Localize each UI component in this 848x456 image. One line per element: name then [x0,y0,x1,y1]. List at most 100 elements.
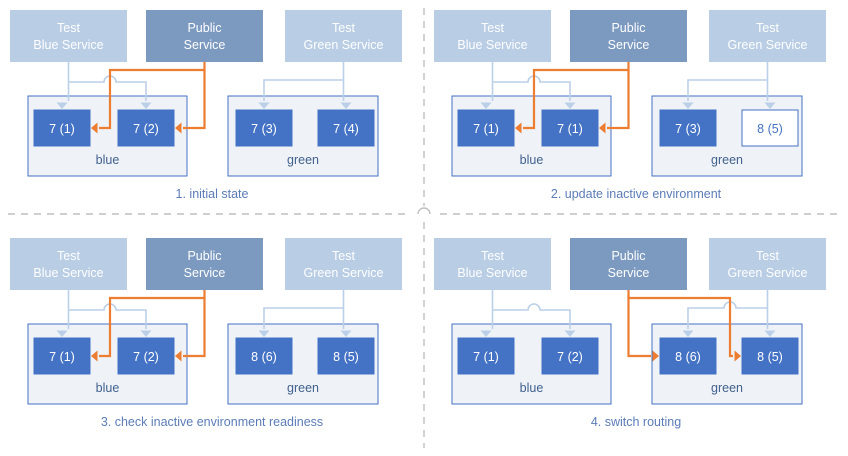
instance-green-1-label: 7 (3) [675,122,701,136]
arrowhead-public-green-1 [652,350,659,362]
instance-blue-1[interactable]: 7 (1) [457,109,515,147]
arrowhead-test-green-2 [340,330,352,337]
instance-blue-2[interactable]: 7 (2) [117,337,175,375]
instance-green-1[interactable]: 8 (6) [235,337,293,375]
public-service-line2: Service [608,38,650,52]
arrowhead-public-green-2 [734,350,741,362]
arrowhead-test-blue-1 [56,102,68,109]
instance-green-2[interactable]: 7 (4) [317,109,375,147]
instance-blue-1-box [457,109,515,147]
public-service-box [570,10,687,62]
instance-blue-2-box [117,337,175,375]
test-green-service-line1: Test [332,21,355,35]
environment-blue-label: blue [96,153,120,167]
instance-blue-2[interactable]: 7 (2) [541,337,599,375]
instance-green-1-box [235,109,293,147]
instance-blue-2-box [117,109,175,147]
public-service-line2: Service [184,38,226,52]
link-test-green [682,62,776,109]
link-test-green [258,290,352,337]
environment-blue-label: blue [520,381,544,395]
arrowhead-test-green-1 [258,330,270,337]
instance-blue-1[interactable]: 7 (1) [33,109,91,147]
instance-blue-2-box [541,337,599,375]
test-blue-service-box [434,10,551,62]
arrowhead-public-blue-2 [175,122,182,134]
arrowhead-test-blue-2 [564,102,576,109]
instance-green-2-box [317,337,375,375]
instance-blue-2-label: 7 (2) [557,350,583,364]
instance-blue-2-label: 7 (1) [557,122,583,136]
instance-blue-2[interactable]: 7 (1) [541,109,599,147]
public-service-box [146,10,263,62]
panel-3-caption: 3. check inactive environment readiness [101,415,323,429]
environment-green-label: green [287,381,319,395]
instance-green-1-label: 8 (6) [675,350,701,364]
test-blue-service-line1: Test [481,249,504,263]
arrowhead-test-blue-1 [480,102,492,109]
public-service-line1: Public [611,249,645,263]
instance-green-2-label: 7 (4) [333,122,359,136]
arrowhead-test-green-1 [682,102,694,109]
instance-green-1-box [235,337,293,375]
test-green-service-line1: Test [332,249,355,263]
arrowhead-test-green-2 [764,330,776,337]
divider-hop-arc [417,207,431,215]
environment-green-label: green [711,381,743,395]
test-blue-service-line2: Blue Service [33,266,103,280]
test-blue-service-line1: Test [481,21,504,35]
instance-blue-1-label: 7 (1) [473,350,499,364]
test-green-service-line1: Test [756,21,779,35]
test-blue-service-line2: Blue Service [457,266,527,280]
instance-green-1[interactable]: 8 (6) [659,337,717,375]
arrowhead-public-blue-1 [515,122,522,134]
instance-green-2[interactable]: 8 (5) [741,337,799,375]
instance-green-1[interactable]: 7 (3) [659,109,717,147]
test-green-service-box [285,10,402,62]
arrowhead-test-green-2 [764,102,776,109]
instance-green-2-label: 8 (5) [757,122,783,136]
instance-blue-1-label: 7 (1) [49,350,75,364]
instance-green-2[interactable]: 8 (5) [741,109,799,147]
instance-blue-1[interactable]: 7 (1) [33,337,91,375]
instance-green-2-label: 8 (5) [757,350,783,364]
instance-blue-1-label: 7 (1) [49,122,75,136]
instance-blue-2-label: 7 (2) [133,122,159,136]
test-green-service-box [709,10,826,62]
test-green-service-box [709,238,826,290]
arrowhead-public-blue-1 [91,122,98,134]
link-public-service [627,290,741,362]
instance-green-2-box [741,337,799,375]
instance-green-2[interactable]: 8 (5) [317,337,375,375]
public-service-line1: Public [187,21,221,35]
test-blue-service-line2: Blue Service [33,38,103,52]
instance-green-1[interactable]: 7 (3) [235,109,293,147]
arrowhead-test-green-2 [340,102,352,109]
test-green-service-line2: Green Service [728,38,808,52]
environment-blue-label: blue [96,381,120,395]
instance-blue-1-box [457,337,515,375]
panel-dividers [8,8,840,448]
instance-blue-2[interactable]: 7 (2) [117,109,175,147]
test-blue-service-line1: Test [57,249,80,263]
instance-green-1-box [659,109,717,147]
instance-blue-1[interactable]: 7 (1) [457,337,515,375]
arrowhead-test-blue-1 [56,330,68,337]
